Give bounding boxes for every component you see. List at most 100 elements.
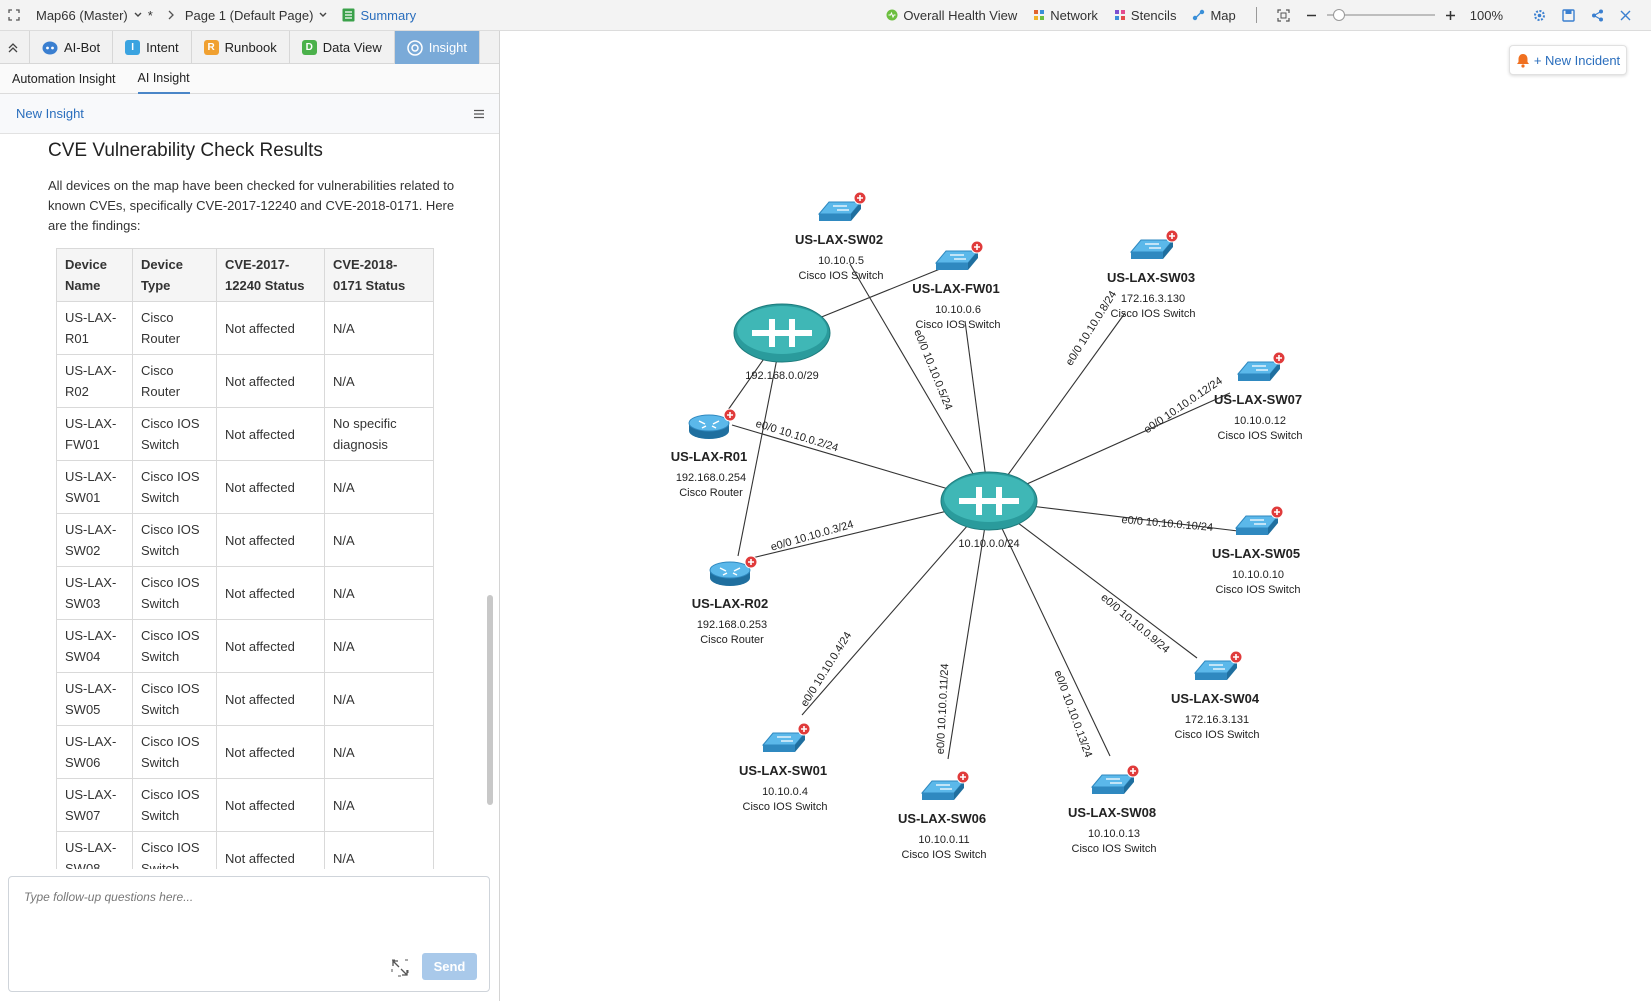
network-link[interactable] [737,332,783,557]
table-cell: Cisco Router [132,301,217,355]
fullscreen-icon[interactable] [8,9,20,21]
map-icon [1193,9,1205,21]
table-cell: US-LAX-SW07 [56,778,133,832]
ai-bot-icon [42,41,58,54]
zoom-slider-thumb[interactable] [1332,9,1345,21]
tab-runbook[interactable]: R Runbook [192,31,290,64]
network-button[interactable]: Network [1033,8,1098,23]
table-cell: Not affected [216,778,325,832]
table-cell: N/A [324,725,434,779]
table-cell: N/A [324,831,434,869]
alert-plus-icon[interactable] [1272,351,1286,365]
table-header-row: Device Name Device Type CVE-2017-12240 S… [56,248,434,302]
link-label: e0/0 10.10.0.2/24 [754,418,839,455]
device-type: Cisco IOS Switch [1111,308,1196,320]
expand-icon[interactable] [391,959,409,977]
tab-intent[interactable]: I Intent [113,31,192,64]
device-type: Cisco IOS Switch [743,801,828,813]
new-insight-link[interactable]: New Insight [16,106,84,121]
zoom-in-icon[interactable] [1445,10,1456,21]
summary-button[interactable]: Summary [342,8,416,23]
alert-plus-icon[interactable] [1270,505,1284,519]
stencils-button[interactable]: Stencils [1114,8,1176,23]
send-button[interactable]: Send [422,953,477,980]
device-name: US-LAX-SW04 [1171,691,1260,706]
device-type: Cisco IOS Switch [799,270,884,282]
lan-segment-icon[interactable]: 192.168.0.0/29 [733,303,831,382]
data-view-icon: D [301,40,317,55]
tab-insight[interactable]: Insight [394,31,481,64]
new-incident-button[interactable]: + New Incident [1509,45,1627,75]
lan-segment-label: 192.168.0.0/29 [745,370,818,382]
close-icon[interactable] [1620,10,1631,21]
link-label: e0/0 10.10.0.8/24 [1064,289,1120,368]
page-dropdown[interactable]: Page 1 (Default Page) [185,8,329,23]
network-link[interactable] [988,500,1111,757]
map-button[interactable]: Map [1192,8,1236,23]
network-link[interactable] [849,263,990,502]
network-link[interactable] [988,500,1198,659]
network-link[interactable] [964,320,990,502]
zoom-slider[interactable] [1326,9,1435,21]
table-cell: Cisco IOS Switch [132,778,217,832]
table-cell: N/A [324,619,434,673]
network-link[interactable] [947,500,990,760]
menu-icon[interactable] [473,109,485,119]
zoom-out-icon[interactable] [1306,10,1317,21]
device-name: US-LAX-SW07 [1214,392,1302,407]
device-ip: 172.16.3.130 [1121,293,1185,305]
switch-icon [817,201,863,221]
subtab-automation-insight[interactable]: Automation Insight [12,71,116,86]
alert-plus-icon[interactable] [744,555,758,569]
collapse-panel-icon[interactable] [0,31,30,64]
device-ip: 172.16.3.131 [1185,714,1249,726]
fit-view-icon[interactable] [1277,8,1290,22]
insight-intro: All devices on the map have been checked… [48,178,455,233]
subtab-ai-insight[interactable]: AI Insight [137,64,190,94]
intent-icon: I [125,40,141,55]
settings-icon[interactable] [1533,9,1546,22]
table-cell: US-LAX-SW04 [56,619,133,673]
alert-plus-icon[interactable] [1165,229,1179,243]
network-link[interactable] [801,500,990,716]
alert-plus-icon[interactable] [723,408,737,422]
new-incident-label: + New Incident [1533,52,1621,68]
overall-health-button[interactable]: Overall Health View [886,8,1017,23]
followup-input[interactable]: Type follow-up questions here... Send [8,876,490,992]
lan-segment-icon[interactable]: 10.10.0.0/24 [940,471,1038,550]
device-name: US-LAX-SW06 [898,811,986,826]
network-link[interactable] [988,392,1231,502]
table-cell: Not affected [216,354,325,408]
map-name-dropdown[interactable]: Map66 (Master) * [36,8,153,23]
scrollbar-thumb[interactable] [487,595,493,805]
share-icon[interactable] [1591,9,1604,22]
alert-plus-icon[interactable] [970,240,984,254]
device-type: Cisco IOS Switch [1216,584,1301,596]
alert-plus-icon[interactable] [797,722,811,736]
followup-placeholder: Type follow-up questions here... [24,890,194,904]
save-icon[interactable] [1562,8,1575,22]
tab-ai-bot[interactable]: AI-Bot [30,31,114,64]
modified-mark: * [147,7,153,23]
alert-plus-icon[interactable] [1126,764,1140,778]
network-link[interactable] [988,312,1126,502]
alert-plus-icon[interactable] [853,191,867,205]
alert-plus-icon[interactable] [956,770,970,784]
alert-plus-icon[interactable] [1229,650,1243,664]
tab-data-view[interactable]: D Data View [290,31,395,64]
